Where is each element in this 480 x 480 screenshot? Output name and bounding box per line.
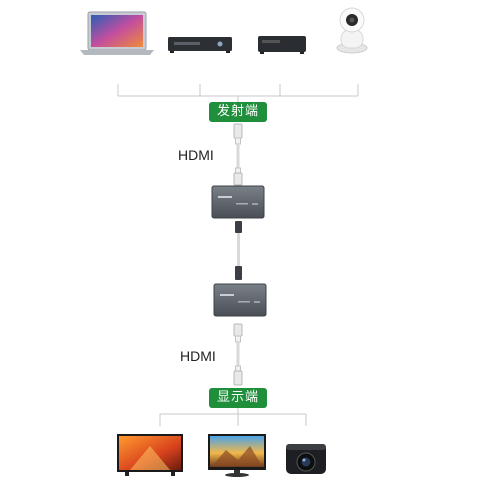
set-top-box-icon bbox=[258, 36, 306, 54]
projector-icon bbox=[286, 444, 326, 474]
tv-icon bbox=[117, 434, 183, 476]
hdmi-cable-top bbox=[233, 123, 243, 186]
dvd-player-icon bbox=[168, 37, 232, 53]
source-connector-lines bbox=[117, 84, 359, 102]
receiver-extender-icon bbox=[213, 283, 267, 317]
transmitter-extender-icon bbox=[211, 185, 265, 219]
hdmi-label-top: HDMI bbox=[178, 147, 214, 163]
receiver-label: 显示端 bbox=[209, 388, 267, 408]
hdmi-label-bottom: HDMI bbox=[180, 348, 216, 364]
hdmi-cable-bottom bbox=[233, 323, 243, 386]
display-connector-lines bbox=[159, 408, 307, 426]
monitor-icon bbox=[208, 434, 266, 477]
transmitter-label: 发射端 bbox=[209, 102, 267, 122]
laptop-icon bbox=[80, 11, 154, 55]
network-cable-middle bbox=[235, 221, 242, 280]
security-camera-icon bbox=[336, 7, 368, 54]
